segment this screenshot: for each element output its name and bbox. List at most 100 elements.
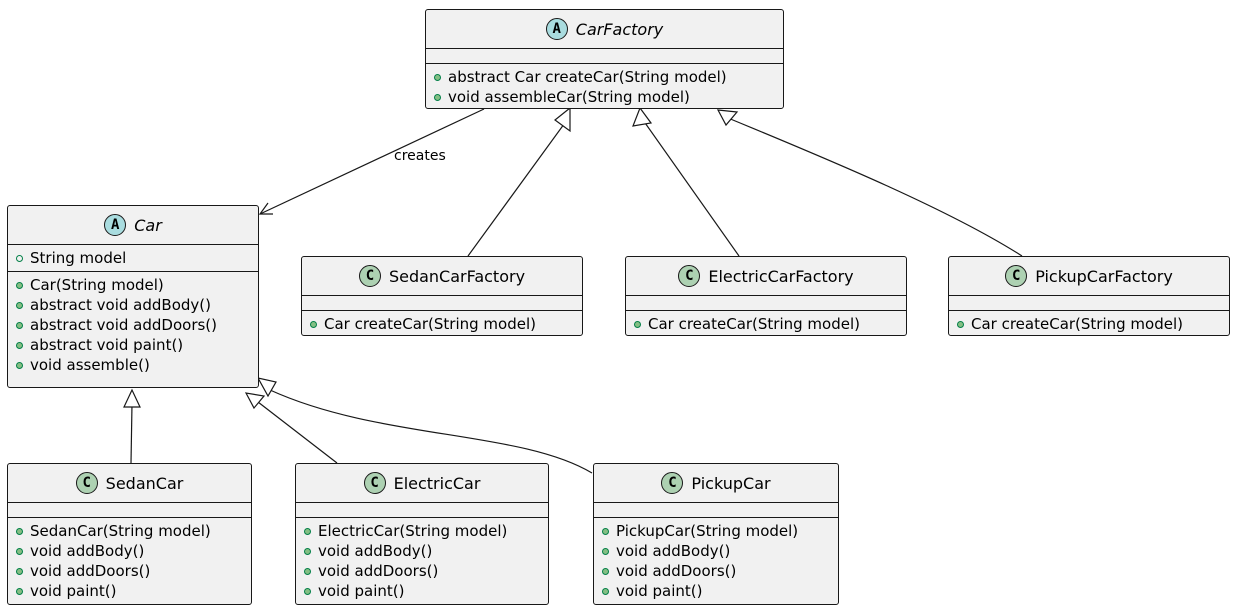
method-row: void addDoors() xyxy=(16,561,251,581)
inheritance-arrowhead-pickupcar xyxy=(256,377,277,398)
method-row: PickupCar(String model) xyxy=(602,521,838,541)
class-name: SedanCarFactory xyxy=(388,266,526,286)
carfactory-class[interactable]: A CarFactory abstract Car createCar(Stri… xyxy=(425,9,784,109)
method-row: void addDoors() xyxy=(602,561,838,581)
pickupfactory-inheritance-line xyxy=(727,117,1023,257)
class-icon: C xyxy=(661,472,684,494)
class-name: ElectricCar xyxy=(393,473,481,493)
methods-section: Car createCar(String model) xyxy=(302,310,582,337)
creates-arrowhead xyxy=(258,202,273,215)
attributes-section xyxy=(949,295,1229,310)
public-visibility-icon xyxy=(16,547,23,555)
class-icon: C xyxy=(75,472,98,494)
class-icon: C xyxy=(678,265,701,287)
public-visibility-icon xyxy=(304,547,311,555)
public-visibility-icon xyxy=(304,527,311,535)
electriccar-inheritance-line xyxy=(257,401,338,464)
public-visibility-icon xyxy=(16,567,23,575)
abstract-class-icon: A xyxy=(104,214,127,236)
method-row: abstract void addDoors() xyxy=(16,315,258,335)
class-name: Car xyxy=(134,215,162,235)
attributes-section xyxy=(426,48,783,63)
methods-section: Car createCar(String model) xyxy=(626,310,906,337)
public-visibility-icon xyxy=(16,281,23,289)
method-row: Car createCar(String model) xyxy=(634,314,906,334)
method-row: void assemble() xyxy=(16,355,258,375)
inheritance-arrowhead-electriccar xyxy=(244,392,266,410)
inheritance-arrowhead-sedanfactory xyxy=(554,106,571,133)
attributes-section xyxy=(594,502,838,517)
methods-section: PickupCar(String model) void addBody() v… xyxy=(594,517,838,604)
public-visibility-icon xyxy=(634,320,641,328)
public-visibility-icon xyxy=(16,587,23,595)
method-row: SedanCar(String model) xyxy=(16,521,251,541)
method-row: Car(String model) xyxy=(16,275,258,295)
public-visibility-icon xyxy=(304,567,311,575)
public-visibility-icon xyxy=(16,321,23,329)
electricfactory-inheritance-line xyxy=(642,119,740,257)
sedancarfactory-class[interactable]: C SedanCarFactory Car createCar(String m… xyxy=(301,256,583,336)
abstract-class-icon: A xyxy=(545,18,568,40)
attributes-section xyxy=(8,502,251,517)
public-field-icon xyxy=(16,254,23,262)
class-name: SedanCar xyxy=(105,473,184,493)
electriccarfactory-class[interactable]: C ElectricCarFactory Car createCar(Strin… xyxy=(625,256,907,336)
method-row: void assembleCar(String model) xyxy=(434,87,783,107)
inheritance-arrowhead-sedancar xyxy=(123,388,141,408)
class-header: C PickupCarFactory xyxy=(949,257,1229,295)
public-visibility-icon xyxy=(16,301,23,309)
class-header: C SedanCarFactory xyxy=(302,257,582,295)
class-name: PickupCarFactory xyxy=(1035,266,1173,286)
attribute-row: String model xyxy=(16,248,258,268)
method-row: void paint() xyxy=(602,581,838,601)
class-header: C ElectricCar xyxy=(296,464,548,502)
public-visibility-icon xyxy=(602,567,609,575)
creates-association-line xyxy=(259,108,485,215)
sedancar-inheritance-line xyxy=(130,403,133,464)
method-row: void paint() xyxy=(16,581,251,601)
electriccar-class[interactable]: C ElectricCar ElectricCar(String model) … xyxy=(295,463,549,605)
method-row: void addDoors() xyxy=(304,561,548,581)
class-header: C SedanCar xyxy=(8,464,251,502)
class-name: CarFactory xyxy=(575,19,664,39)
sedanfactory-inheritance-line xyxy=(467,119,568,257)
public-visibility-icon xyxy=(434,93,441,101)
public-visibility-icon xyxy=(16,361,23,369)
method-row: void paint() xyxy=(304,581,548,601)
public-visibility-icon xyxy=(304,587,311,595)
class-name: ElectricCarFactory xyxy=(708,266,854,286)
methods-section: ElectricCar(String model) void addBody()… xyxy=(296,517,548,604)
class-icon: C xyxy=(1005,265,1028,287)
attributes-section xyxy=(302,295,582,310)
methods-section: abstract Car createCar(String model) voi… xyxy=(426,63,783,110)
car-class[interactable]: A Car String model Car(String model) abs… xyxy=(7,205,259,388)
class-header: A Car xyxy=(8,206,258,244)
public-visibility-icon xyxy=(602,587,609,595)
pickupcar-class[interactable]: C PickupCar PickupCar(String model) void… xyxy=(593,463,839,605)
method-row: abstract void paint() xyxy=(16,335,258,355)
method-row: void addBody() xyxy=(16,541,251,561)
sedancar-class[interactable]: C SedanCar SedanCar(String model) void a… xyxy=(7,463,252,605)
class-header: A CarFactory xyxy=(426,10,783,48)
public-visibility-icon xyxy=(310,320,317,328)
public-visibility-icon xyxy=(16,341,23,349)
creates-label: creates xyxy=(394,148,446,164)
class-header: C PickupCar xyxy=(594,464,838,502)
inheritance-arrowhead-pickupfactory xyxy=(716,109,739,127)
pickupcar-inheritance-line xyxy=(269,389,593,474)
public-visibility-icon xyxy=(602,527,609,535)
public-visibility-icon xyxy=(957,320,964,328)
pickupcarfactory-class[interactable]: C PickupCarFactory Car createCar(String … xyxy=(948,256,1230,336)
attributes-section xyxy=(626,295,906,310)
method-row: Car createCar(String model) xyxy=(957,314,1229,334)
class-icon: C xyxy=(363,472,386,494)
inheritance-arrowhead-electricfactory xyxy=(632,106,653,127)
class-name: PickupCar xyxy=(691,473,771,493)
public-visibility-icon xyxy=(16,527,23,535)
public-visibility-icon xyxy=(602,547,609,555)
methods-section: SedanCar(String model) void addBody() vo… xyxy=(8,517,251,604)
class-header: C ElectricCarFactory xyxy=(626,257,906,295)
method-row: abstract void addBody() xyxy=(16,295,258,315)
attributes-section xyxy=(296,502,548,517)
